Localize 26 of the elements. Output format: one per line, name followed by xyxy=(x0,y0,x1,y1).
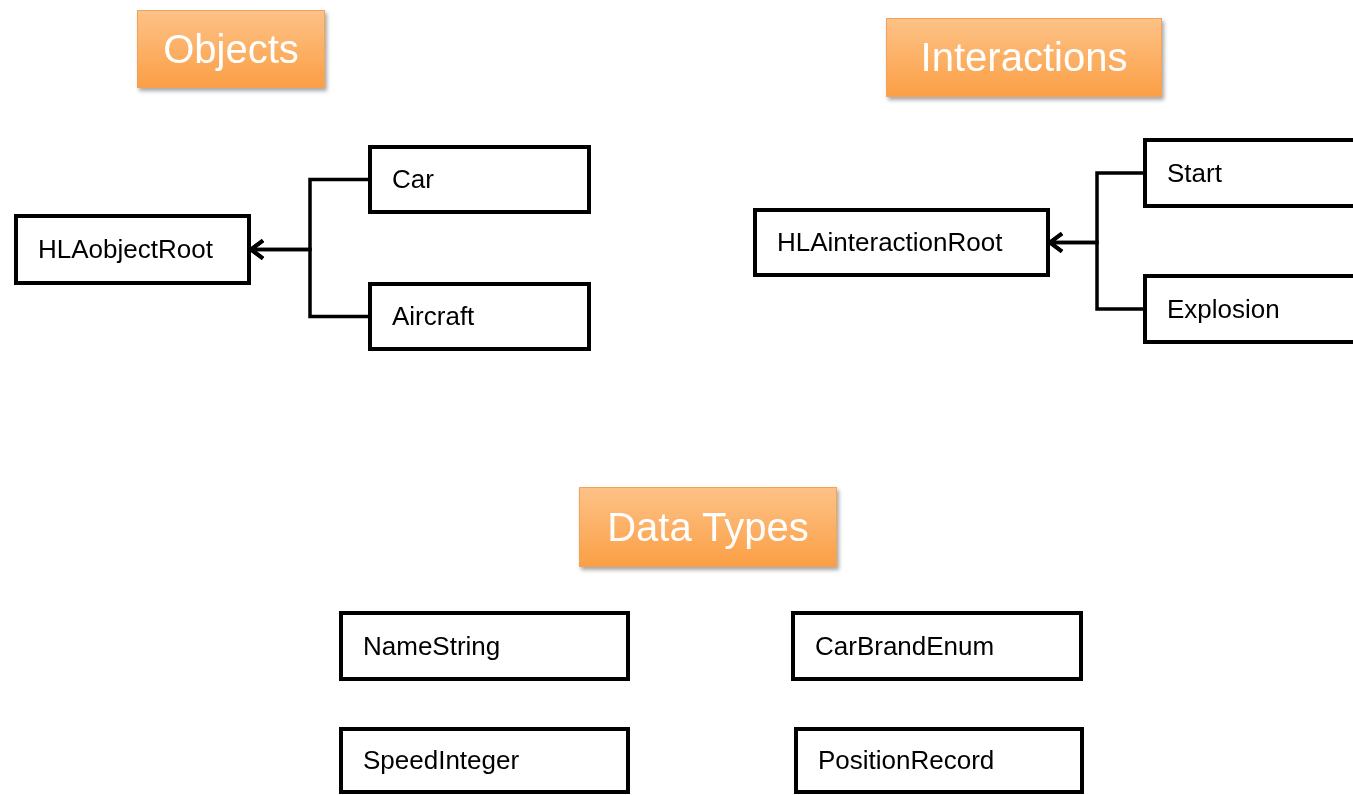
class-name: NameString xyxy=(363,630,501,662)
class-box xyxy=(794,727,1084,794)
class-box xyxy=(339,611,630,681)
class-box xyxy=(1143,274,1353,344)
class-name: Explosion xyxy=(1167,293,1280,325)
class-box xyxy=(368,145,591,214)
class-name: CarBrandEnum xyxy=(815,630,995,662)
class-box xyxy=(14,214,251,285)
class-name: SpeedInteger xyxy=(363,745,520,776)
section-title: Data Types xyxy=(607,504,809,550)
section-heading-box xyxy=(579,487,837,567)
class-name: Aircraft xyxy=(392,301,475,332)
section-title: Objects xyxy=(163,26,299,72)
section-heading-box xyxy=(886,18,1162,97)
class-box xyxy=(791,611,1083,681)
class-box xyxy=(368,282,591,351)
class-box xyxy=(1143,138,1353,208)
class-box xyxy=(753,208,1050,277)
class-name: Car xyxy=(392,164,434,195)
section-heading-box xyxy=(137,10,325,88)
class-name: PositionRecord xyxy=(818,745,995,776)
class-name: HLAobjectRoot xyxy=(38,234,213,265)
class-name: HLAinteractionRoot xyxy=(777,227,1003,258)
class-name: Start xyxy=(1167,157,1222,189)
section-title: Interactions xyxy=(920,35,1128,80)
class-box xyxy=(339,727,630,794)
